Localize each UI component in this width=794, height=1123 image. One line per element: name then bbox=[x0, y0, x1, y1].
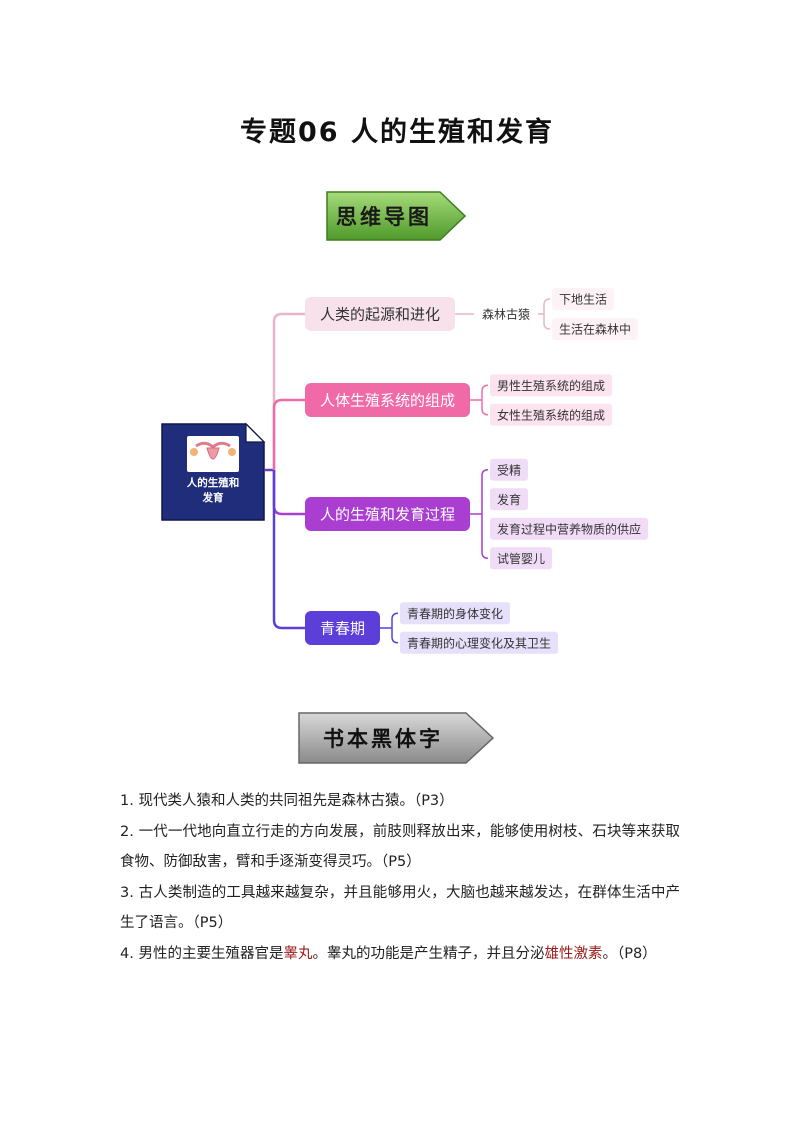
branch-label: 青春期 bbox=[320, 620, 365, 638]
branch-connector bbox=[272, 312, 305, 470]
child-label: 女性生殖系统的组成 bbox=[497, 407, 605, 422]
grandchild-connector bbox=[543, 298, 551, 330]
child-label: 发育过程中营养物质的供应 bbox=[497, 521, 641, 536]
key-point-2: 2. 一代一代地向直立行走的方向发展，前肢则释放出来，能够使用树枝、石块等来获取… bbox=[120, 823, 680, 871]
child-label: 森林古猿 bbox=[482, 307, 530, 322]
uterus-icon bbox=[195, 441, 231, 449]
child-label: 青春期的身体变化 bbox=[407, 606, 503, 621]
child-connector bbox=[391, 612, 399, 644]
ovary-icon bbox=[190, 448, 198, 456]
child-node bbox=[490, 488, 528, 511]
key-point-3: 3. 古人类制造的工具越来越复杂，并且能够用火，大脑也越来越发达，在群体生活中产… bbox=[120, 884, 680, 932]
banner-arrow-shape bbox=[326, 191, 466, 241]
branch-label: 人体生殖系统的组成 bbox=[320, 392, 455, 410]
child-node bbox=[490, 374, 612, 397]
branch-node bbox=[305, 383, 470, 417]
branch-connector bbox=[272, 398, 305, 470]
child-node bbox=[400, 631, 558, 654]
mindmap-banner-label: 思维导图 bbox=[336, 205, 432, 229]
root-label-line1: 人的生殖和 bbox=[187, 476, 240, 489]
key-points: 1. 现代类人猿和人类的共同祖先是森林古猿。（P3） 2. 一代一代地向直立行走… bbox=[120, 786, 680, 969]
key-point-4-part-a: 4. 男性的主要生殖器官是 bbox=[120, 945, 284, 962]
child-label: 试管婴儿 bbox=[497, 551, 545, 566]
child-node bbox=[474, 303, 538, 325]
child-node bbox=[490, 517, 648, 540]
root-label-line2: 发育 bbox=[202, 491, 224, 504]
branch-node bbox=[305, 297, 455, 331]
child-node bbox=[490, 458, 528, 481]
grandchild-label: 下地生活 bbox=[559, 293, 607, 307]
root-node-fold bbox=[245, 422, 266, 443]
textbook-banner-label: 书本黑体字 bbox=[323, 727, 443, 751]
key-point-1: 1. 现代类人猿和人类的共同祖先是森林古猿。（P3） bbox=[120, 793, 454, 809]
mindmap-banner: 思维导图 bbox=[326, 191, 466, 241]
key-point-4-highlight-hormone: 雄性激素 bbox=[544, 945, 603, 962]
ovary-icon bbox=[228, 448, 236, 456]
uterus-body-icon bbox=[206, 447, 220, 460]
grandchild-node bbox=[552, 318, 638, 340]
grandchild-label: 生活在森林中 bbox=[559, 322, 631, 337]
branch-node bbox=[305, 497, 470, 531]
branch-node bbox=[305, 611, 380, 645]
child-label: 男性生殖系统的组成 bbox=[497, 378, 605, 393]
key-point-4-part-c: 。睾丸的功能是产生精子，并且分泌 bbox=[312, 945, 545, 962]
branch-label: 人的生殖和发育过程 bbox=[320, 506, 455, 524]
child-node bbox=[490, 547, 552, 570]
grandchild-node bbox=[552, 288, 614, 310]
child-connector bbox=[481, 384, 489, 416]
branch-connector bbox=[272, 470, 305, 516]
child-node bbox=[490, 403, 612, 426]
key-point-4-part-e: 。（P8） bbox=[602, 945, 657, 962]
branch-label: 人类的起源和进化 bbox=[320, 306, 440, 324]
branch-connector bbox=[272, 470, 305, 630]
child-connector bbox=[481, 469, 489, 559]
child-label: 发育 bbox=[497, 492, 521, 507]
key-point-4: 4. 男性的主要生殖器官是睾丸。睾丸的功能是产生精子，并且分泌雄性激素。（P8） bbox=[120, 939, 680, 970]
page-title: 专题06 人的生殖和发育 bbox=[240, 117, 554, 148]
textbook-banner: 书本黑体字 bbox=[298, 712, 494, 764]
child-node bbox=[400, 602, 510, 625]
child-label: 受精 bbox=[497, 463, 521, 477]
key-point-4-highlight-testis: 睾丸 bbox=[283, 945, 313, 962]
banner-arrow-shape bbox=[298, 712, 494, 764]
child-label: 青春期的心理变化及其卫生 bbox=[407, 635, 551, 650]
